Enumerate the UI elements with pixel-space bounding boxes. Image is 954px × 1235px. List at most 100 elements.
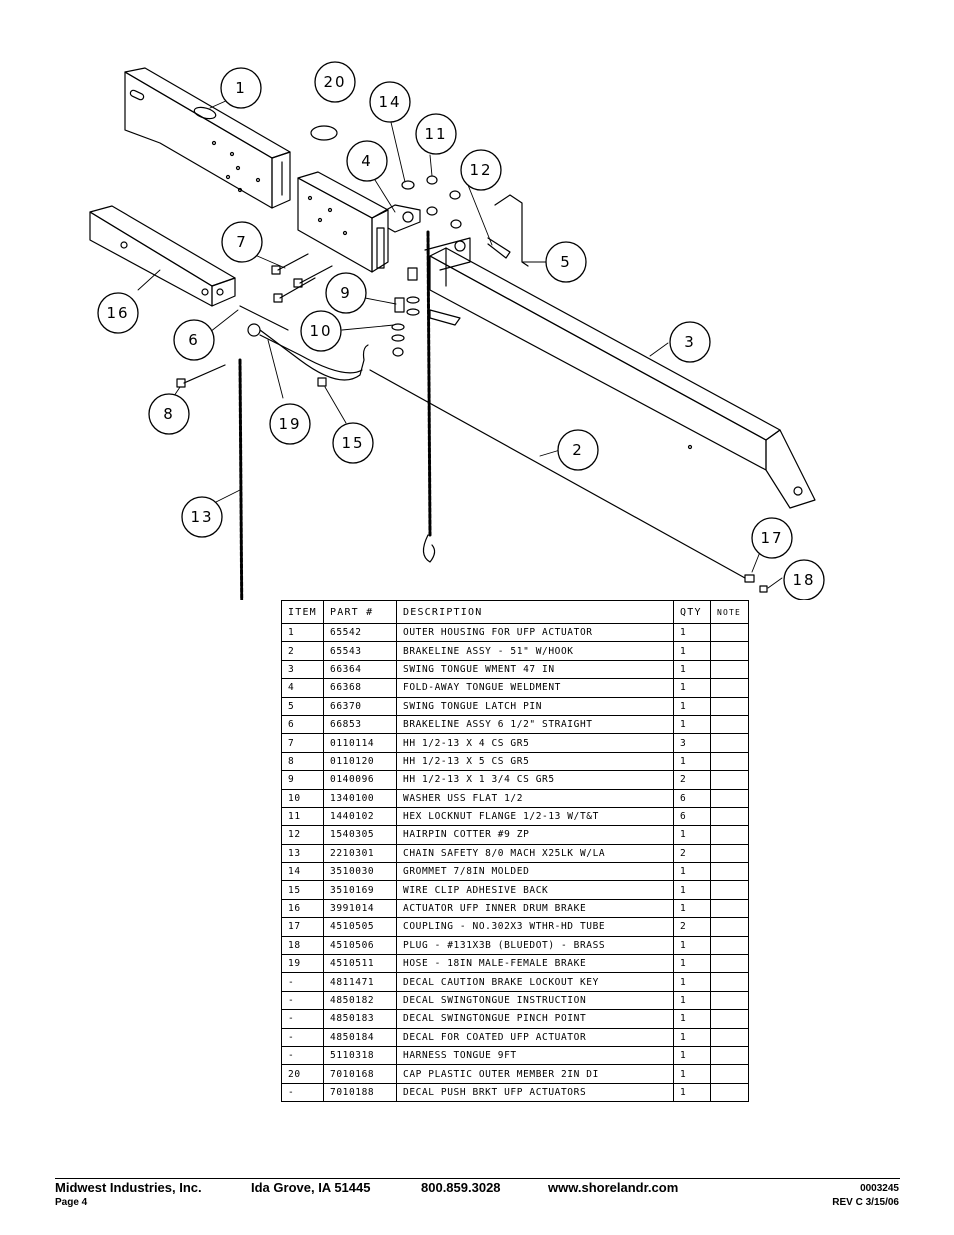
callout-balloon: 15	[332, 422, 374, 464]
callout-label: 8	[163, 405, 175, 423]
item-cell: 20	[281, 1064, 324, 1084]
callout-circle	[783, 559, 825, 600]
item-cell: 18	[281, 935, 324, 956]
description-cell: ACTUATOR UFP INNER DRUM BRAKE	[396, 898, 674, 919]
part-number-cell: 65542	[323, 622, 397, 643]
part-number-cell: 1340100	[323, 788, 397, 808]
coupling-part	[744, 574, 755, 583]
callout-balloon: 18	[783, 559, 825, 600]
part-number-cell: 0110114	[323, 733, 397, 753]
description-cell: DECAL CAUTION BRAKE LOCKOUT KEY	[396, 972, 674, 992]
description-cell: COUPLING - NO.302X3 WTHR-HD TUBE	[396, 917, 674, 937]
callout-circle	[300, 310, 342, 352]
callout-label: 9	[340, 284, 352, 302]
callout-label: 12	[469, 161, 492, 179]
callout-balloon: 2	[557, 429, 599, 471]
description-cell: BRAKELINE ASSY - 51" W/HOOK	[396, 641, 674, 661]
callout-circle	[97, 292, 139, 334]
bolt-item-8	[176, 364, 226, 388]
item-cell: 12	[281, 825, 324, 845]
qty-cell: 1	[673, 1027, 711, 1047]
note-cell	[710, 659, 749, 680]
description-cell: HOSE - 18IN MALE-FEMALE BRAKE	[396, 954, 674, 974]
actuator-inner-part	[89, 205, 236, 307]
part-number-cell: 65543	[323, 641, 397, 661]
header-part-number: PART #	[323, 600, 397, 624]
description-cell: WIRE CLIP ADHESIVE BACK	[396, 880, 674, 900]
item-cell: -	[281, 972, 324, 992]
callout-label: 17	[760, 529, 783, 547]
qty-cell: 2	[673, 843, 711, 864]
callout-balloon: 19	[269, 403, 311, 445]
footer-revision: REV C 3/15/06	[832, 1197, 899, 1208]
part-number-cell: 4850184	[323, 1027, 397, 1047]
part-number-cell: 66364	[323, 659, 397, 680]
callout-balloon: 3	[669, 321, 711, 363]
item-cell: -	[281, 1045, 324, 1066]
bolts-item-9	[394, 267, 418, 313]
description-cell: BRAKELINE ASSY 6 1/2" STRAIGHT	[396, 714, 674, 735]
note-cell	[710, 1009, 749, 1029]
callout-balloon: 17	[751, 517, 793, 559]
item-cell: 9	[281, 770, 324, 790]
plastic-cap-part	[310, 125, 338, 141]
part-number-cell: 4811471	[323, 972, 397, 992]
qty-cell: 1	[673, 622, 711, 643]
note-cell	[710, 917, 749, 937]
item-cell: 14	[281, 862, 324, 882]
outer-housing-part	[124, 67, 291, 209]
qty-cell: 1	[673, 1082, 711, 1103]
part-number-cell: 2210301	[323, 843, 397, 864]
footer-location: Ida Grove, IA 51445	[251, 1180, 371, 1195]
item-cell: 11	[281, 806, 324, 827]
qty-cell: 1	[673, 954, 711, 974]
description-cell: PLUG - #131X3B (BLUEDOT) - BRASS	[396, 935, 674, 956]
chain-hooks	[422, 534, 436, 563]
brakeline-short	[239, 305, 289, 331]
note-cell	[710, 678, 749, 698]
callout-balloon: 20	[314, 61, 356, 103]
item-cell: 2	[281, 641, 324, 661]
callout-balloon: 5	[545, 241, 587, 283]
bolts-item-7	[271, 253, 333, 303]
brakeline-long	[369, 369, 746, 579]
header-note: NOTE	[710, 600, 749, 624]
part-number-cell: 3510169	[323, 880, 397, 900]
item-cell: -	[281, 1009, 324, 1029]
callout-circle	[314, 61, 356, 103]
wire-clip-part	[317, 377, 327, 387]
item-cell: -	[281, 1027, 324, 1047]
note-cell	[710, 990, 749, 1011]
brakeline-hook	[259, 329, 369, 381]
part-number-cell: 0110120	[323, 751, 397, 772]
callout-circle	[332, 422, 374, 464]
callout-label: 18	[792, 571, 815, 589]
description-cell: SWING TONGUE WMENT 47 IN	[396, 659, 674, 680]
description-cell: DECAL FOR COATED UFP ACTUATOR	[396, 1027, 674, 1047]
description-cell: CHAIN SAFETY 8/0 MACH X25LK W/LA	[396, 843, 674, 864]
callout-balloon: 12	[460, 149, 502, 191]
item-cell: -	[281, 990, 324, 1011]
footer-phone: 800.859.3028	[421, 1180, 501, 1195]
qty-cell: 1	[673, 1009, 711, 1029]
description-cell: OUTER HOUSING FOR UFP ACTUATOR	[396, 622, 674, 643]
header-qty: QTY	[673, 600, 711, 624]
description-cell: HAIRPIN COTTER #9 ZP	[396, 825, 674, 845]
part-number-cell: 7010188	[323, 1082, 397, 1103]
callout-circle	[369, 81, 411, 123]
qty-cell: 1	[673, 1045, 711, 1066]
callout-label: 1	[235, 79, 247, 97]
note-cell	[710, 733, 749, 753]
description-cell: GROMMET 7/8IN MOLDED	[396, 862, 674, 882]
callout-balloon: 14	[369, 81, 411, 123]
latch-pin-part	[494, 194, 529, 267]
